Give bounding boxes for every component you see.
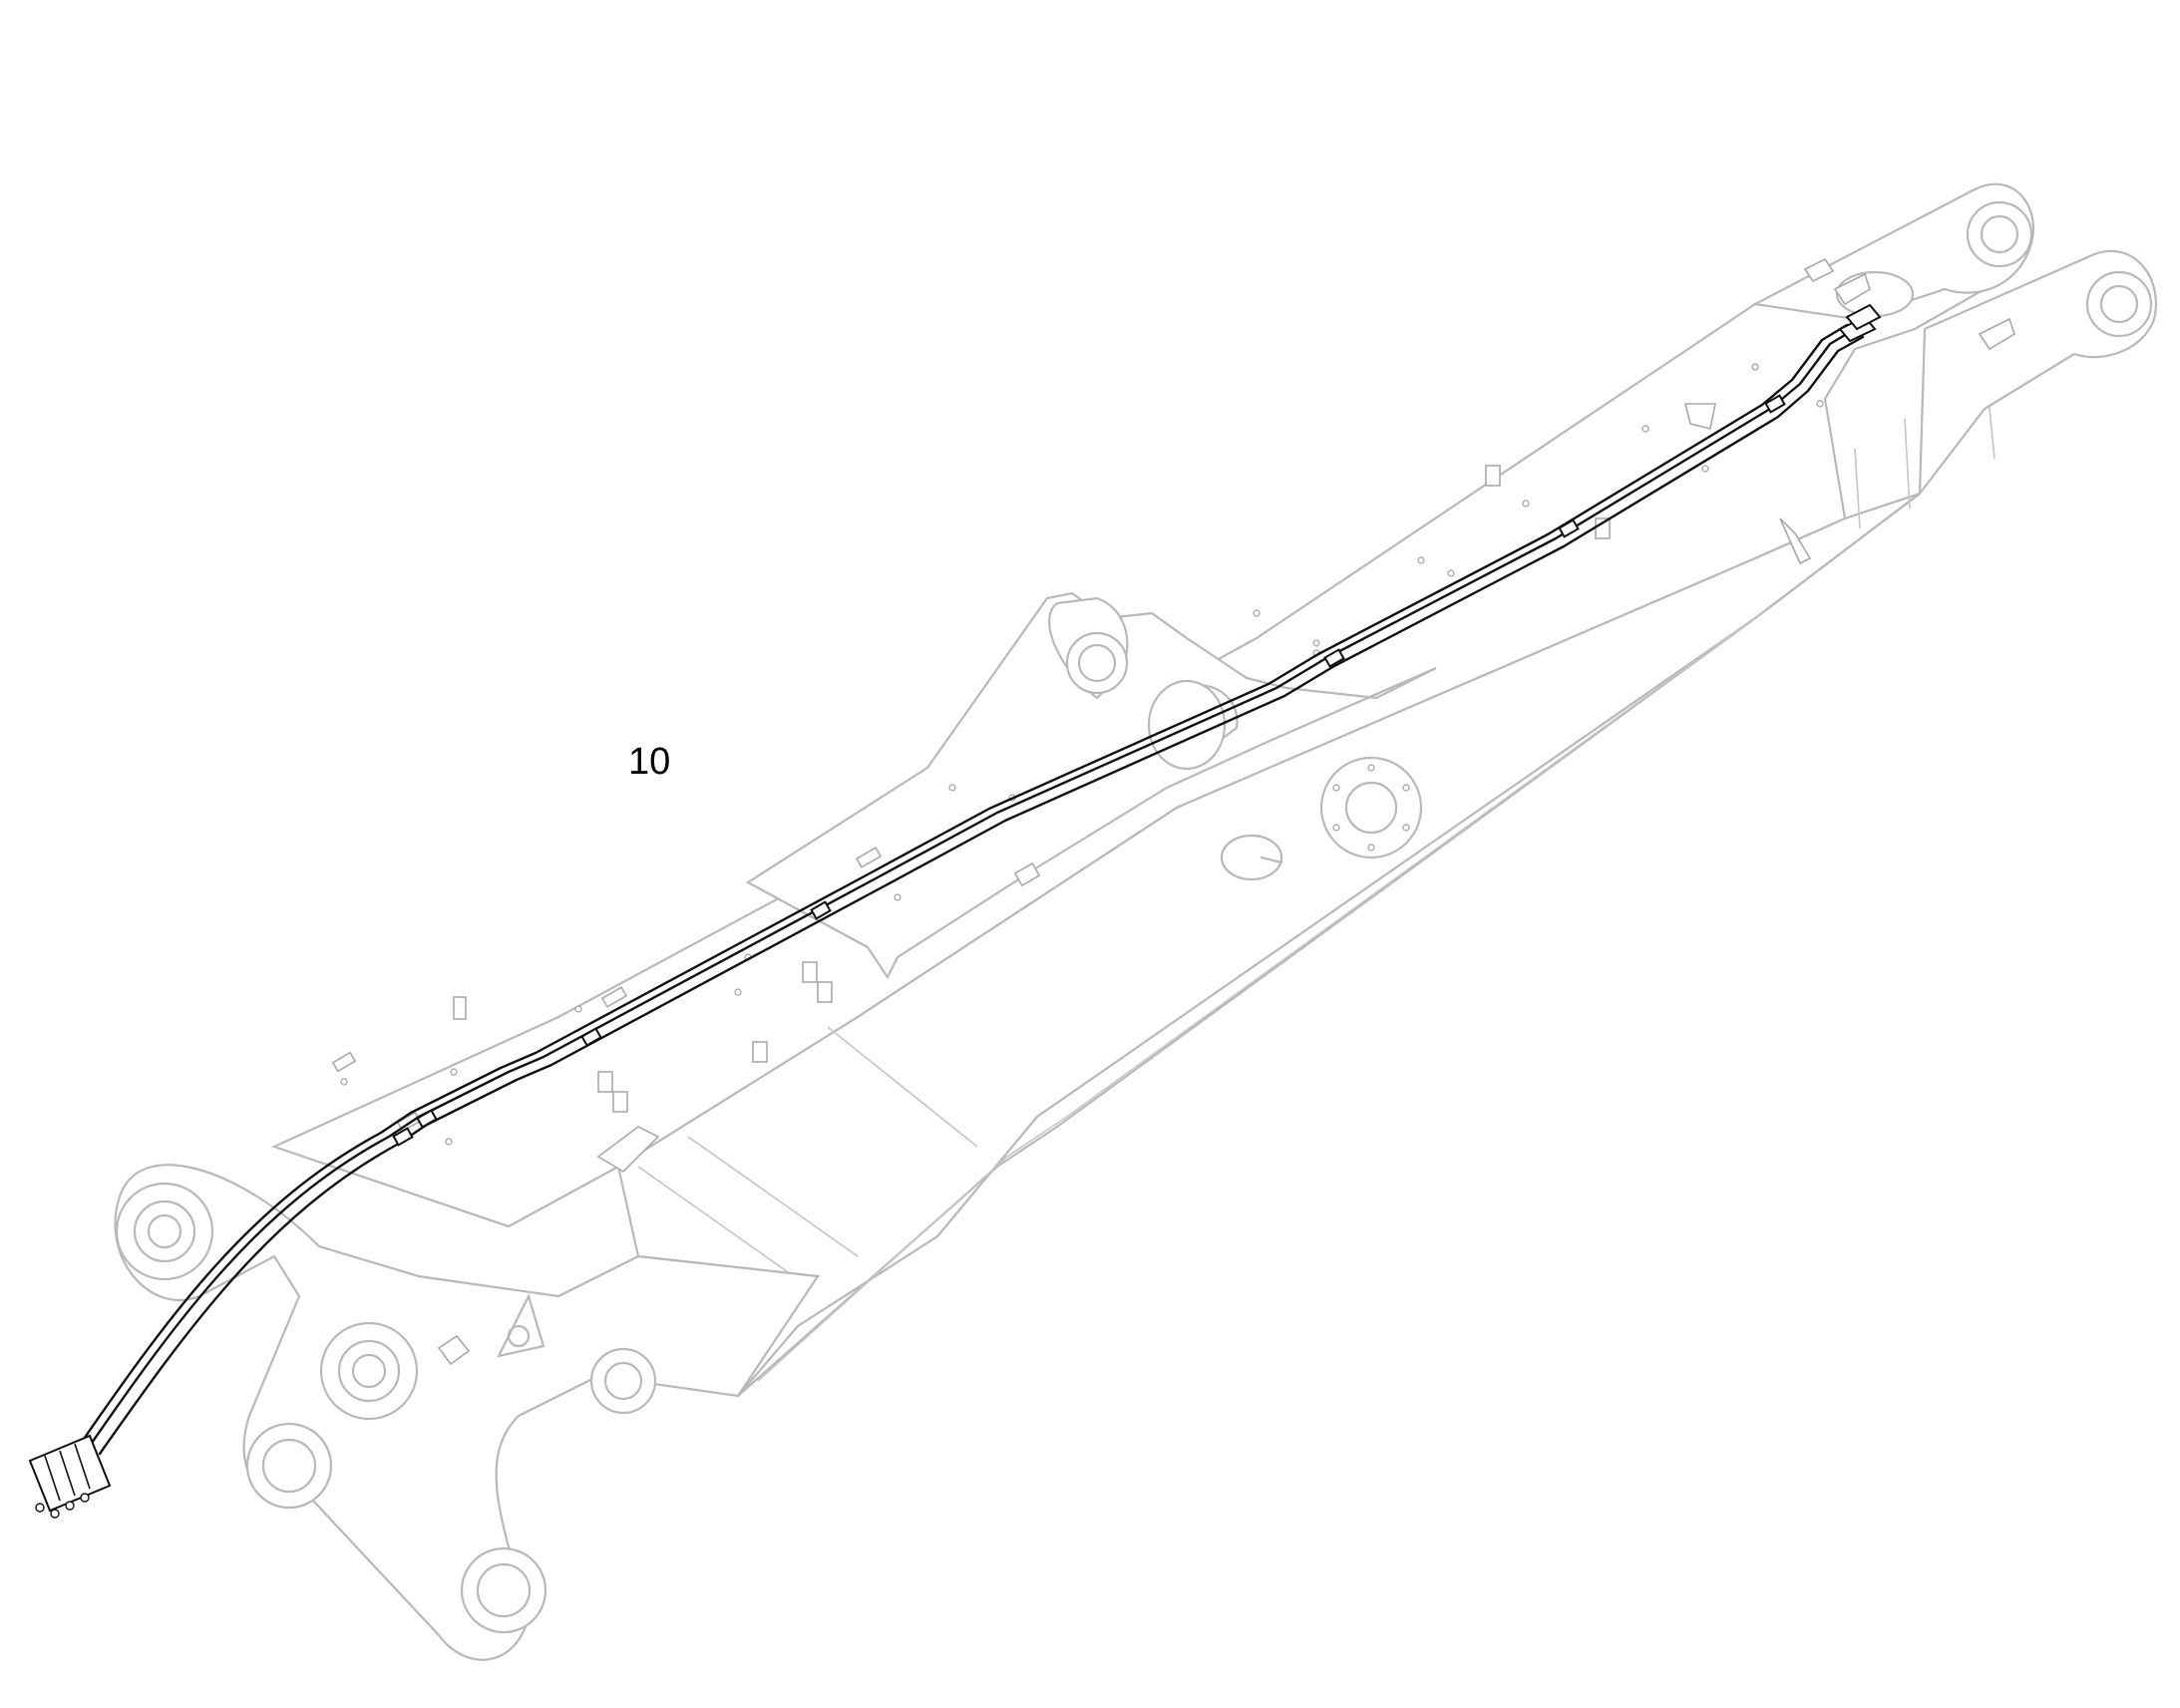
bracket-4 — [802, 961, 818, 983]
upper-lug-pin-inner — [1077, 643, 1117, 683]
boom-weld-line-3 — [637, 1166, 809, 1287]
bracket-18 — [1803, 257, 1835, 283]
small-boss-pin — [1260, 855, 1283, 864]
hose-clamp-2 — [416, 1109, 438, 1129]
bolt-16 — [1701, 465, 1709, 473]
boss-bolt-6 — [1332, 784, 1340, 792]
callout-label-10: 10 — [628, 741, 671, 783]
upper-lug-pin-outer — [1065, 631, 1129, 695]
boom-structure — [114, 182, 2157, 1661]
manifold-port-3 — [65, 1501, 75, 1511]
side-boss-inner — [603, 1361, 643, 1401]
large-side-boss-inner — [1344, 781, 1398, 835]
bracket-1 — [453, 996, 467, 1020]
hose-clamp-7 — [1764, 394, 1786, 414]
rear-hose-manifold — [28, 1434, 112, 1519]
triangle-lug-hole — [507, 1324, 531, 1348]
boss-bolt-1 — [1367, 764, 1375, 772]
rear-pin-boss-left-inner — [133, 1199, 196, 1263]
mid-bracket-hole — [1147, 679, 1227, 771]
hose-clamp-5 — [1323, 648, 1345, 668]
front-fork-upper — [1751, 182, 2035, 321]
hose-line-a — [88, 327, 1857, 1448]
boom-lower-edge-inner — [757, 609, 1766, 1382]
bracket-7 — [1013, 861, 1041, 887]
boom-weld-line-1 — [827, 1026, 978, 1148]
lower-pin-boss-inner — [261, 1438, 317, 1494]
bracket-9 — [1595, 517, 1611, 539]
bolt-7 — [894, 893, 902, 901]
boom-weld-line-4 — [1854, 448, 1861, 529]
bracket-12 — [331, 1051, 357, 1073]
bolt-15 — [1641, 425, 1649, 433]
bracket-10 — [597, 1071, 613, 1093]
bolt-4 — [445, 1138, 453, 1146]
small-boss — [1220, 834, 1283, 881]
rear-pin-boss-left-hole — [147, 1213, 182, 1249]
bolt-5 — [734, 988, 742, 996]
manifold-port-1 — [35, 1503, 45, 1513]
bolt-14 — [1522, 500, 1530, 508]
front-side-fin — [1779, 517, 1812, 565]
small-plate-lug — [437, 1334, 471, 1366]
front-fork-upper-hole — [1980, 214, 2019, 254]
bolt-10 — [1253, 609, 1261, 617]
manifold-divider-2 — [59, 1450, 76, 1497]
bolt-1 — [574, 1005, 582, 1013]
bracket-16 — [1833, 272, 1871, 306]
manifold-divider-1 — [44, 1455, 61, 1502]
hose-line-c — [80, 323, 1849, 1444]
hose-clamp-3 — [580, 1027, 602, 1047]
manifold-port-4 — [80, 1493, 90, 1503]
hose-clamp-4 — [810, 900, 832, 920]
bracket-3 — [752, 1041, 768, 1063]
bolt-3 — [340, 1078, 348, 1086]
bracket-plate-14 — [596, 1126, 660, 1174]
bottom-pin-boss-outer — [460, 1546, 547, 1634]
hose-line-b — [98, 335, 1865, 1456]
bolt-8 — [948, 784, 956, 792]
bolt-17 — [1751, 363, 1759, 371]
hydraulic-hose-assembly — [28, 303, 1882, 1519]
bolt-12 — [1417, 556, 1425, 564]
large-side-boss-outer — [1319, 756, 1423, 859]
manifold-block — [28, 1434, 112, 1513]
bracket-6 — [855, 847, 883, 868]
boss-bolt-2 — [1402, 784, 1410, 792]
boom-weld-line-5 — [1904, 418, 1911, 510]
rear-pin-boss-right-inner — [337, 1339, 401, 1403]
hose-clamp-6 — [1558, 518, 1580, 538]
bottom-pin-boss-inner — [476, 1562, 532, 1618]
lower-pin-boss-outer — [245, 1422, 333, 1510]
manifold-divider-3 — [74, 1443, 91, 1490]
bolt-11 — [1312, 639, 1320, 647]
rear-pin-boss-left-outer — [115, 1182, 214, 1281]
front-fork-upper-boss — [1966, 200, 2033, 268]
bolt-18 — [1816, 400, 1824, 408]
rear-pin-boss-right-outer — [319, 1321, 419, 1421]
boss-bolt-4 — [1367, 844, 1375, 852]
front-fork-lower-boss — [2085, 270, 2153, 338]
manifold-port-2 — [50, 1509, 60, 1519]
bracket-5 — [817, 981, 833, 1003]
hose-clamp-1 — [392, 1127, 414, 1147]
bracket-8 — [1485, 465, 1501, 487]
boss-bolt-3 — [1402, 824, 1410, 832]
bracket-15 — [1683, 403, 1716, 430]
bolt-13 — [1447, 569, 1455, 577]
boom-upper-arm — [745, 591, 1437, 980]
bracket-2 — [600, 986, 628, 1008]
front-fork-lower-hole — [2099, 284, 2139, 324]
rear-pin-boss-right-hole — [351, 1353, 387, 1389]
bracket-17 — [1978, 317, 2015, 351]
boom-weld-line-2 — [687, 1136, 859, 1257]
front-hose-fitting-2 — [1845, 303, 1882, 331]
bolt-2 — [450, 1068, 458, 1076]
boss-bolt-5 — [1332, 824, 1340, 832]
side-boss-outer — [589, 1347, 657, 1415]
bracket-11 — [612, 1091, 628, 1113]
